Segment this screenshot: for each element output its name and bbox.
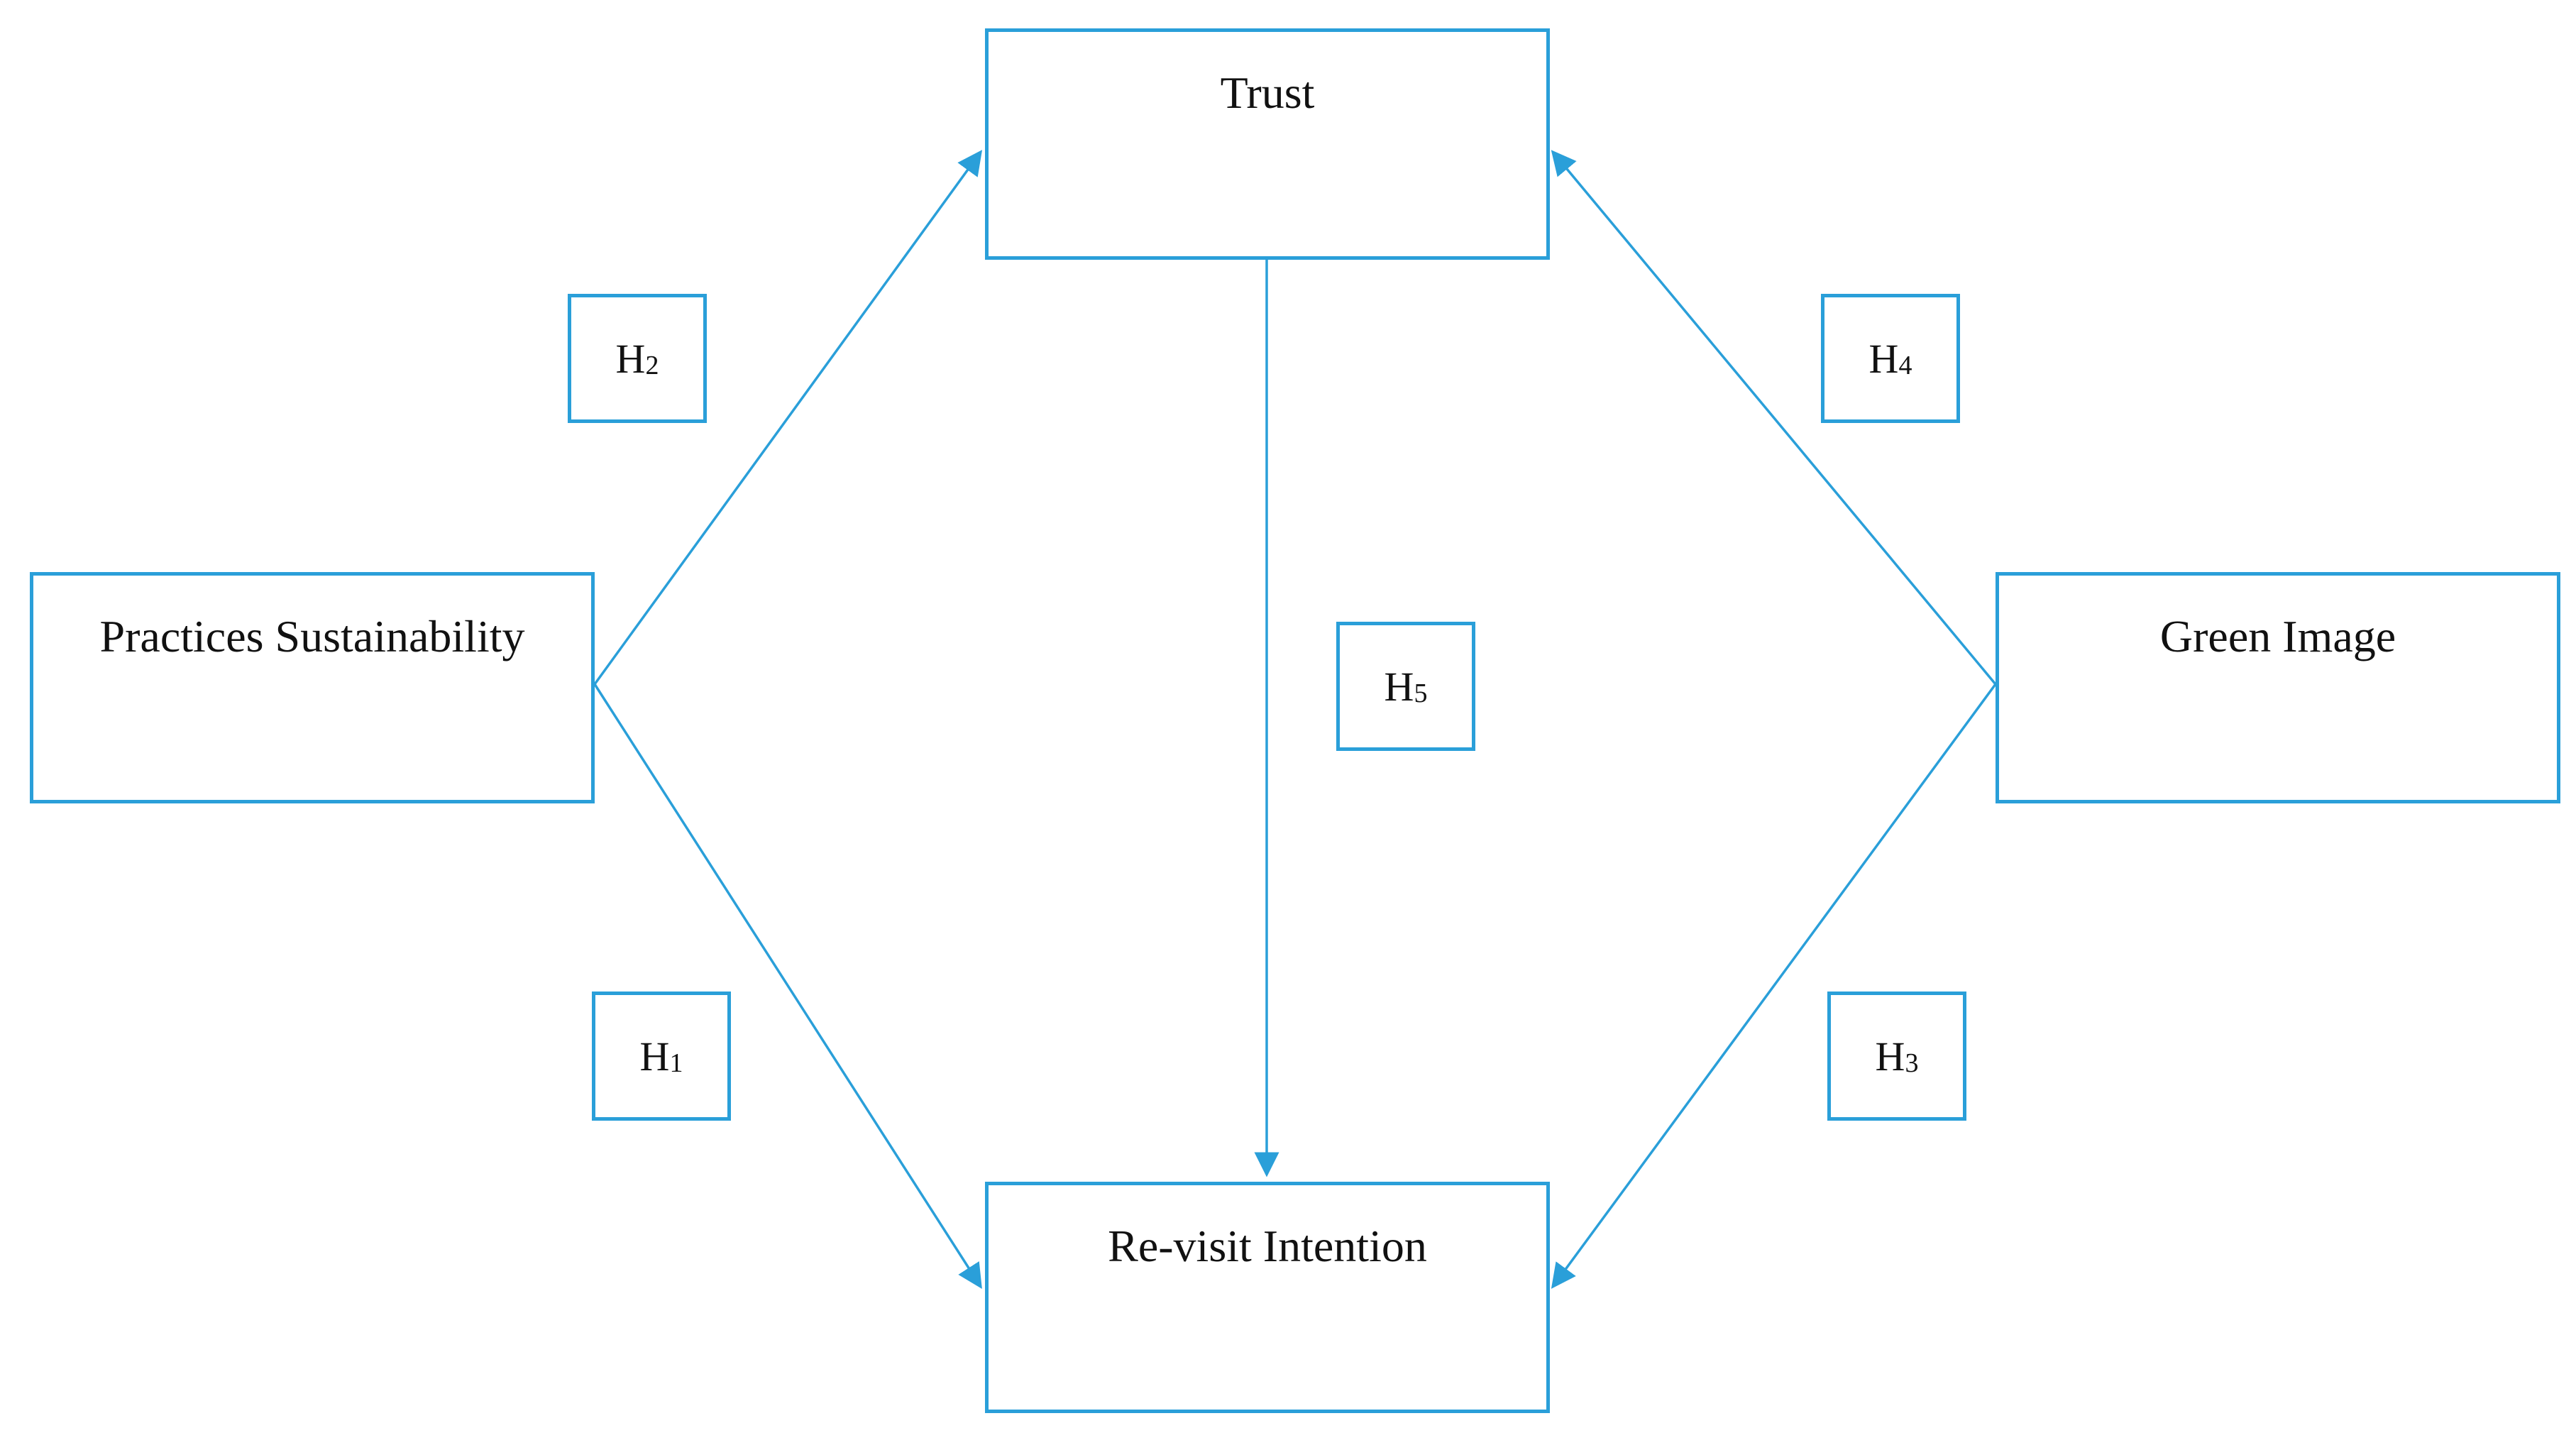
practices-sustainability-node: Practices Sustainability xyxy=(30,572,595,803)
edge-practices-to-trust xyxy=(593,150,983,686)
hypothesis-subscript: 5 xyxy=(1414,679,1428,708)
practices-sustainability-label: Practices Sustainability xyxy=(99,611,525,661)
green-image-label: Green Image xyxy=(2159,611,2396,661)
hypothesis-subscript: 4 xyxy=(1898,351,1912,380)
hypothesis-subscript: 2 xyxy=(645,351,659,380)
hypothesis-letter: H xyxy=(1868,335,1899,382)
green-image-node: Green Image xyxy=(1996,572,2560,803)
hypothesis-letter: H xyxy=(1875,1033,1905,1080)
edge-green-image-to-trust xyxy=(1551,150,1997,686)
trust-label: Trust xyxy=(1220,67,1315,118)
revisit-intention-node: Re-visit Intention xyxy=(985,1182,1550,1413)
hypothesis-letter: H xyxy=(639,1033,670,1080)
hypothesis-subscript: 1 xyxy=(669,1048,683,1078)
edge-practices-to-revisit xyxy=(593,683,982,1289)
revisit-intention-label: Re-visit Intention xyxy=(1108,1221,1427,1271)
edge-green-image-to-revisit xyxy=(1551,683,1997,1289)
hypothesis-letter: H xyxy=(615,335,646,382)
hypothesis-subscript: 3 xyxy=(1905,1048,1919,1078)
trust-node: Trust xyxy=(985,28,1550,260)
hypothesis-letter: H xyxy=(1384,663,1414,710)
